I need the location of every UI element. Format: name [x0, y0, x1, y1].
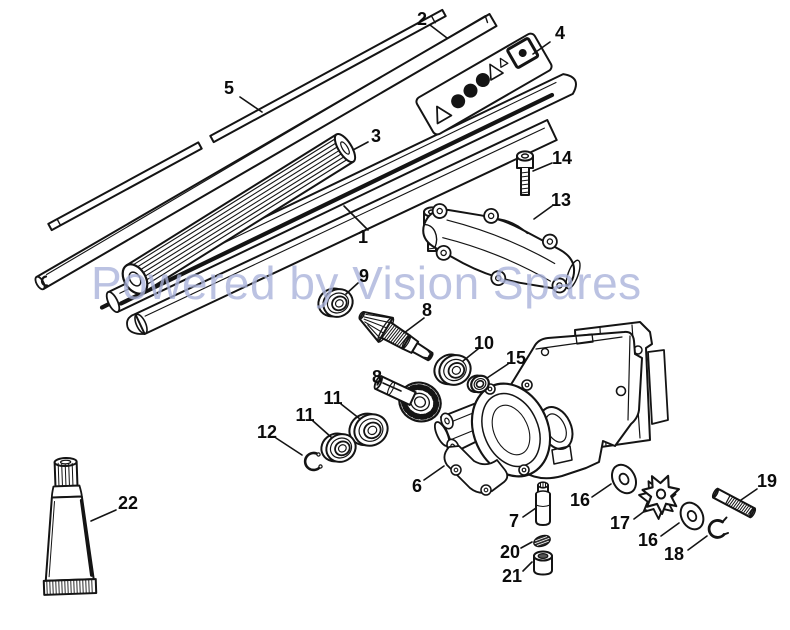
- part-label-12[interactable]: 12: [256, 422, 278, 442]
- part-label-22[interactable]: 22: [117, 493, 139, 513]
- screw-part-14-right: [516, 150, 534, 196]
- part-label-17[interactable]: 17: [609, 513, 631, 533]
- leader-10: [462, 348, 479, 362]
- leader-15: [486, 363, 509, 379]
- part-label-4[interactable]: 4: [554, 23, 566, 43]
- leader-12: [275, 437, 303, 456]
- circlip-part-12: [303, 451, 323, 472]
- part-label-18[interactable]: 18: [663, 544, 685, 564]
- part-label-2[interactable]: 2: [416, 9, 428, 29]
- leader-lines: [90, 24, 758, 572]
- hazard-box-icon: [506, 37, 540, 69]
- leader-18: [687, 535, 708, 551]
- leader-20: [520, 541, 533, 549]
- e-clip-part-18: [707, 516, 729, 539]
- leader-8a: [403, 317, 425, 334]
- leader-4: [532, 41, 551, 55]
- leader-11a: [340, 403, 361, 420]
- wear-gloves-icon: [475, 73, 490, 88]
- leader-3: [352, 141, 369, 151]
- leader-14: [532, 162, 553, 172]
- safety-label-part-4: [415, 32, 553, 136]
- part-label-15[interactable]: 15: [505, 348, 527, 368]
- seal-part-15: [466, 374, 490, 394]
- leader-9: [345, 282, 359, 295]
- liner-tube-part-3: [121, 133, 357, 295]
- washer-part-16-a: [611, 463, 637, 495]
- clamp-part-13: [422, 203, 581, 294]
- bearing-part-10: [433, 353, 472, 386]
- leader-21: [522, 561, 533, 572]
- leader-22: [90, 509, 117, 522]
- warning-triangle-icon: [436, 105, 453, 125]
- part-label-14[interactable]: 14: [551, 148, 573, 168]
- drive-shaft-part-5: [47, 8, 447, 232]
- part-label-21[interactable]: 21: [501, 566, 523, 586]
- bearing-part-9: [317, 287, 354, 318]
- leader-6: [423, 465, 445, 481]
- stud-part-19: [711, 487, 757, 519]
- sprocket-part-17: [638, 474, 680, 520]
- part-label-19[interactable]: 19: [756, 471, 778, 491]
- part-label-3[interactable]: 3: [370, 126, 382, 146]
- screen-part-20: [533, 534, 551, 548]
- bushing-part-21: [533, 550, 553, 576]
- grease-tube-part-22: [42, 457, 98, 596]
- caution-triangle-icon: [489, 63, 504, 81]
- part-label-7[interactable]: 7: [508, 511, 520, 531]
- leader-8b: [382, 382, 402, 392]
- part-label-10[interactable]: 10: [473, 333, 495, 353]
- part-label-8a[interactable]: 8: [421, 300, 433, 320]
- part-label-5[interactable]: 5: [223, 78, 235, 98]
- part-label-20[interactable]: 20: [499, 542, 521, 562]
- pin-part-7: [535, 481, 551, 526]
- leader-11b: [312, 420, 332, 438]
- part-label-16b[interactable]: 16: [637, 530, 659, 550]
- part-label-9[interactable]: 9: [358, 266, 370, 286]
- part-label-1[interactable]: 1: [357, 227, 369, 247]
- wear-goggles-icon: [463, 83, 478, 98]
- small-triangle-icon: [499, 57, 509, 68]
- part-label-6[interactable]: 6: [411, 476, 423, 496]
- part-label-8b[interactable]: 8: [371, 367, 383, 387]
- outer-tube-part-2: [34, 13, 498, 291]
- leader-1: [343, 205, 369, 231]
- part-label-13[interactable]: 13: [550, 190, 572, 210]
- bearing-part-11-b: [320, 432, 357, 463]
- part-label-11b[interactable]: 11: [295, 405, 315, 425]
- leader-13: [533, 205, 553, 220]
- leader-16b: [660, 522, 680, 537]
- leader-5: [239, 96, 263, 113]
- leader-17: [633, 509, 647, 520]
- pinion-part-8-upper: [358, 310, 434, 362]
- washer-part-16-b: [679, 501, 705, 531]
- part-label-16a[interactable]: 16: [569, 490, 591, 510]
- leader-7: [522, 507, 537, 518]
- tube-half-shell: [126, 119, 558, 335]
- read-manual-icon: [451, 94, 466, 109]
- leader-2: [429, 24, 448, 39]
- leader-19: [740, 488, 758, 501]
- gear-housing-part-6: [433, 321, 669, 496]
- part-label-11a[interactable]: 11: [323, 388, 343, 408]
- leader-16a: [591, 483, 612, 498]
